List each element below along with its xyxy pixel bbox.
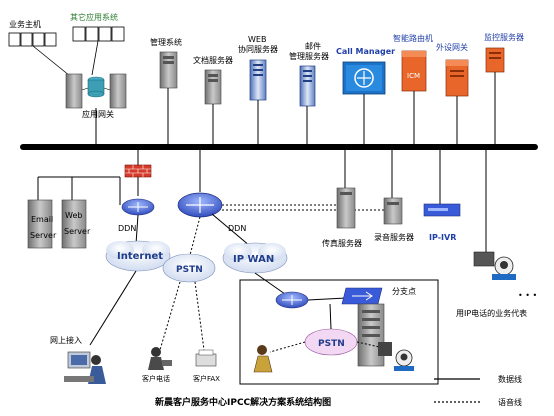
business-host-label: 业务主机 xyxy=(9,19,41,29)
business-host-terminals xyxy=(8,32,57,47)
mgmt-system-server-icon xyxy=(159,51,178,89)
legend-voice-label: 语音线 xyxy=(498,397,522,407)
branch-ip-phone-icon xyxy=(378,342,414,371)
pstn-main-label: PSTN xyxy=(176,265,203,275)
main-router-icon xyxy=(177,192,223,218)
web-server-label-2: Server xyxy=(64,227,91,236)
customer-phone-icon xyxy=(148,347,172,370)
email-server-label-1: Email xyxy=(31,215,53,224)
branch-switch-icon xyxy=(341,287,383,305)
diagram-caption: 新晨客户服务中心IPCC解决方案系统结构图 xyxy=(155,396,331,408)
mail-mgmt-server-icon xyxy=(299,65,316,107)
ip-wan-cloud xyxy=(222,242,288,274)
ip-ivr-icon xyxy=(423,203,461,217)
other-apps-label: 其它应用系统 xyxy=(70,12,118,22)
monitor-server-icon xyxy=(485,47,505,73)
fax-server-icon xyxy=(336,187,356,229)
customer-phone-label: 客户电话 xyxy=(142,374,170,383)
web-server-label-1: Web xyxy=(65,211,82,220)
branch-agent-icon xyxy=(253,345,273,373)
icm-server-icon: ICM xyxy=(401,50,427,92)
ip-phone-agent-label: 用IP电话的业务代表 xyxy=(456,308,527,318)
mail-mgmt-label-2: 管理服务器 xyxy=(289,51,329,61)
web-collab-label-1: WEB xyxy=(248,35,266,44)
network-backbone xyxy=(20,144,538,150)
external-gateway-icon xyxy=(445,59,469,97)
recording-server-icon xyxy=(383,197,403,225)
web-server-icon xyxy=(61,199,87,249)
web-collab-server-icon xyxy=(249,59,267,101)
email-server-label-2: Server xyxy=(30,231,57,240)
branch-server-rack-icon xyxy=(357,303,385,367)
ip-wan-label: IP WAN xyxy=(233,254,274,265)
pstn-branch-label: PSTN xyxy=(318,339,345,349)
doc-server-icon xyxy=(204,69,222,105)
ddn-left-label: DDN xyxy=(118,224,136,233)
mail-mgmt-label-1: 邮件 xyxy=(305,41,321,51)
internet-cloud xyxy=(105,240,171,272)
app-gateway-label: 应用网关 xyxy=(82,109,114,119)
email-server-icon xyxy=(27,199,53,249)
branch-box xyxy=(239,279,439,385)
call-manager-label: Call Manager xyxy=(336,47,395,56)
icm-label: ICM xyxy=(407,72,420,80)
pstn-main-cloud xyxy=(162,253,216,283)
external-gateway-label: 外设网关 xyxy=(436,42,468,52)
monitor-server-label: 监控服务器 xyxy=(484,32,524,42)
web-access-user-icon xyxy=(64,351,106,384)
fax-server-label: 传真服务器 xyxy=(322,238,362,248)
app-gateway-icon xyxy=(65,73,127,109)
branch-router-icon xyxy=(275,291,309,309)
web-access-label: 网上接入 xyxy=(50,335,82,345)
internet-router-icon xyxy=(121,198,155,216)
customer-fax-label: 客户FAX xyxy=(193,374,220,383)
mgmt-system-label: 管理系统 xyxy=(150,37,182,47)
ellipsis: • • • xyxy=(518,291,537,300)
ip-ivr-label: IP-IVR xyxy=(429,233,456,242)
recording-server-label: 录音服务器 xyxy=(374,232,414,242)
doc-server-label: 文档服务器 xyxy=(193,55,233,65)
ddn-right-label: DDN xyxy=(228,224,246,233)
internet-label: Internet xyxy=(117,251,163,262)
firewall-icon xyxy=(124,164,152,178)
call-manager-icon xyxy=(342,61,386,95)
customer-fax-icon xyxy=(195,349,217,367)
smart-router-label: 智能路由机 xyxy=(393,33,433,43)
legend-data-label: 数据线 xyxy=(498,374,522,384)
other-apps-terminals xyxy=(72,26,125,42)
branch-label: 分支点 xyxy=(392,286,416,296)
web-collab-label-2: 协同服务器 xyxy=(238,44,278,54)
ip-phone-agent-icon xyxy=(473,251,516,280)
